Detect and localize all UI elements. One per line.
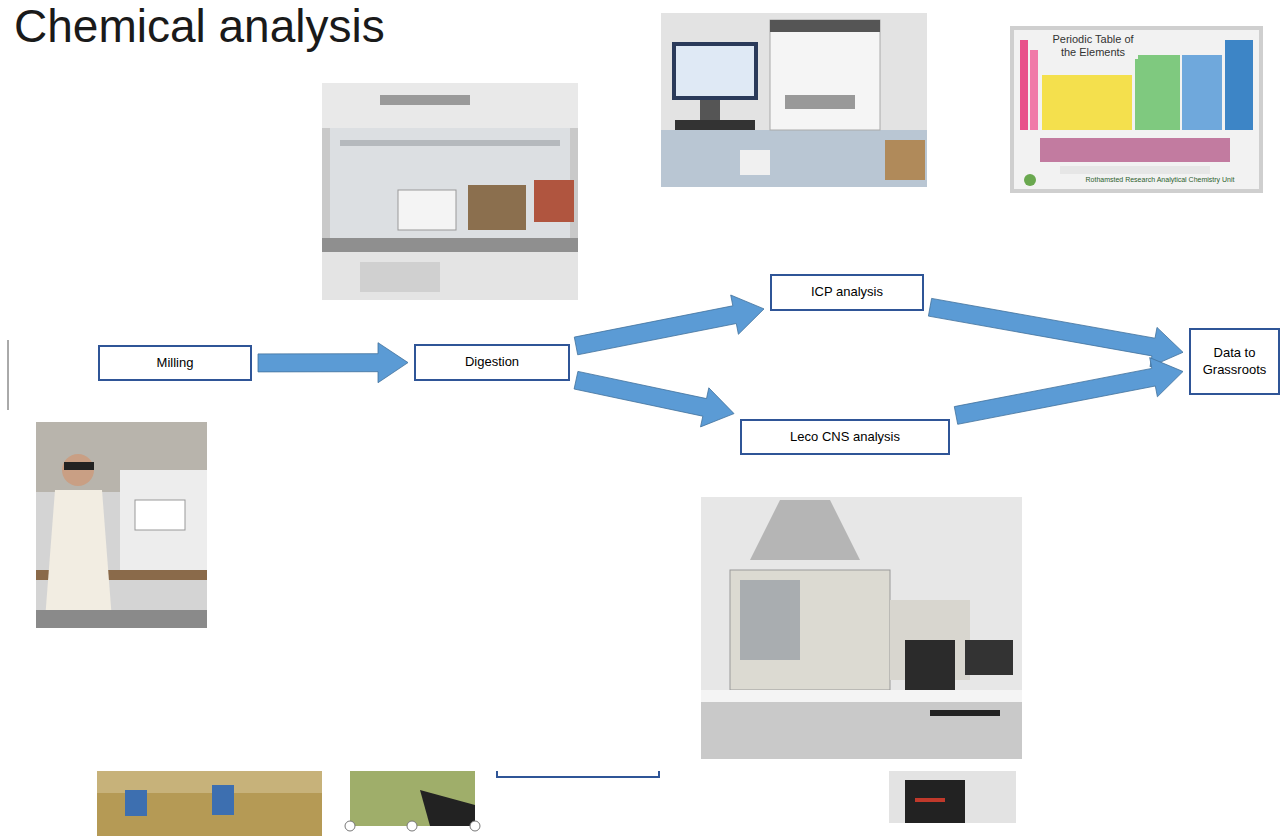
- process-box: Milling: [98, 345, 252, 381]
- block-arrow: [954, 358, 1183, 425]
- box-label: ICP analysis: [811, 284, 883, 301]
- poster-text: Periodic Table of the Elements: [1048, 33, 1138, 59]
- block-arrow: [928, 298, 1183, 366]
- block-arrow: [574, 371, 734, 427]
- box-label: Digestion: [465, 354, 519, 371]
- margin-line: [8, 340, 9, 410]
- icp-instrument-photo: [661, 13, 927, 187]
- periodic-table-poster: [1010, 26, 1263, 193]
- process-box: ICP analysis: [770, 274, 924, 311]
- process-box: Leco CNS analysis: [740, 419, 950, 455]
- box-label: Milling: [157, 355, 194, 372]
- block-arrow: [258, 343, 408, 383]
- box-label: Leco CNS analysis: [790, 429, 900, 446]
- slide-title: Chemical analysis: [14, 2, 385, 50]
- fume-hood-photo: [322, 83, 578, 300]
- process-box: Digestion: [414, 344, 570, 381]
- block-arrow: [574, 295, 764, 355]
- leco-instrument-photo: [701, 497, 1022, 759]
- bottom-thumbnails: [97, 771, 1016, 836]
- box-label: Data to Grassroots: [1199, 345, 1271, 379]
- poster-text: Rothamsted Research Analytical Chemistry…: [1070, 176, 1250, 184]
- process-box: Data to Grassroots: [1189, 328, 1280, 395]
- milling-photo: [36, 422, 207, 628]
